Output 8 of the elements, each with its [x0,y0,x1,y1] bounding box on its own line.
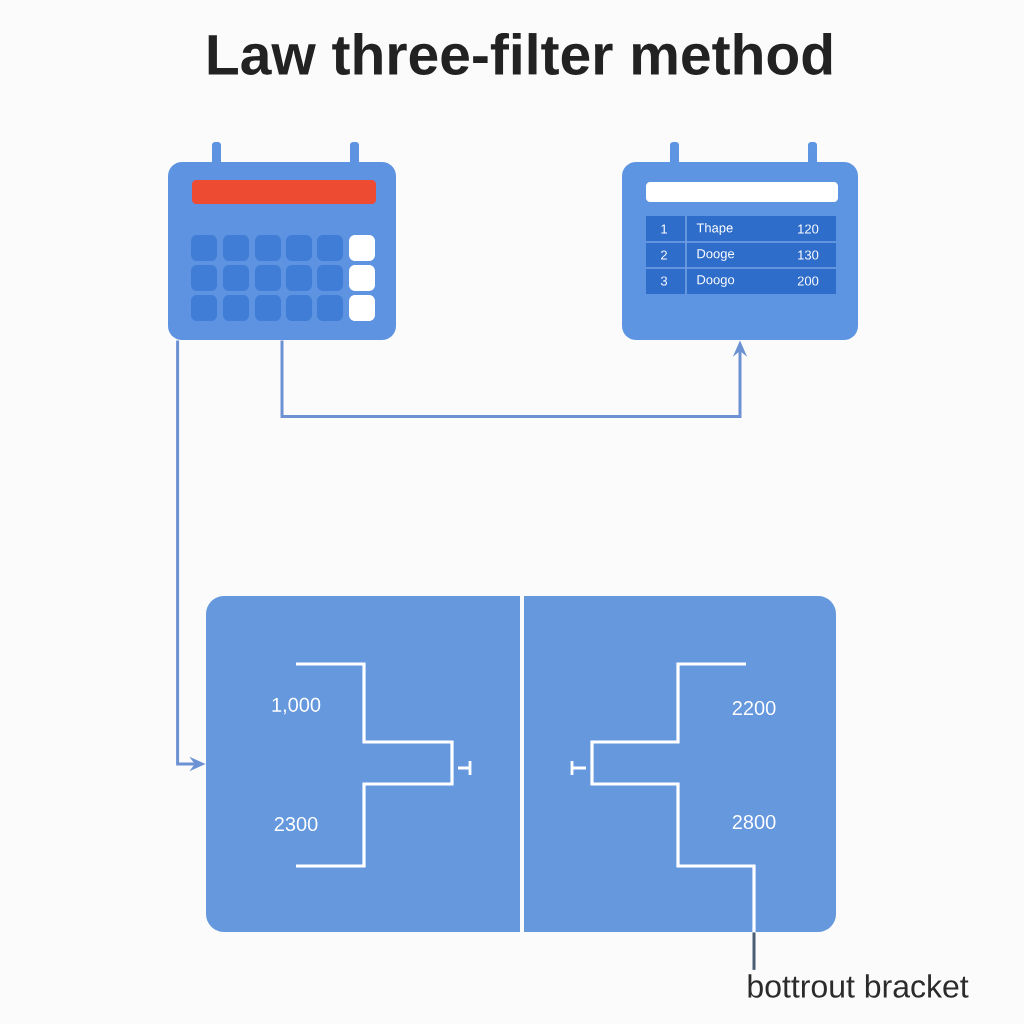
number-label: 2800 [732,814,776,830]
number-label: 1,000 [272,697,321,715]
callout-label: bottrout bracket [748,974,969,998]
title: Law three-filter method [208,33,832,75]
number-label: 2200 [732,700,776,716]
number-label: 2300 [274,816,318,832]
calendar-icon [168,142,396,340]
leader-line [752,932,756,970]
